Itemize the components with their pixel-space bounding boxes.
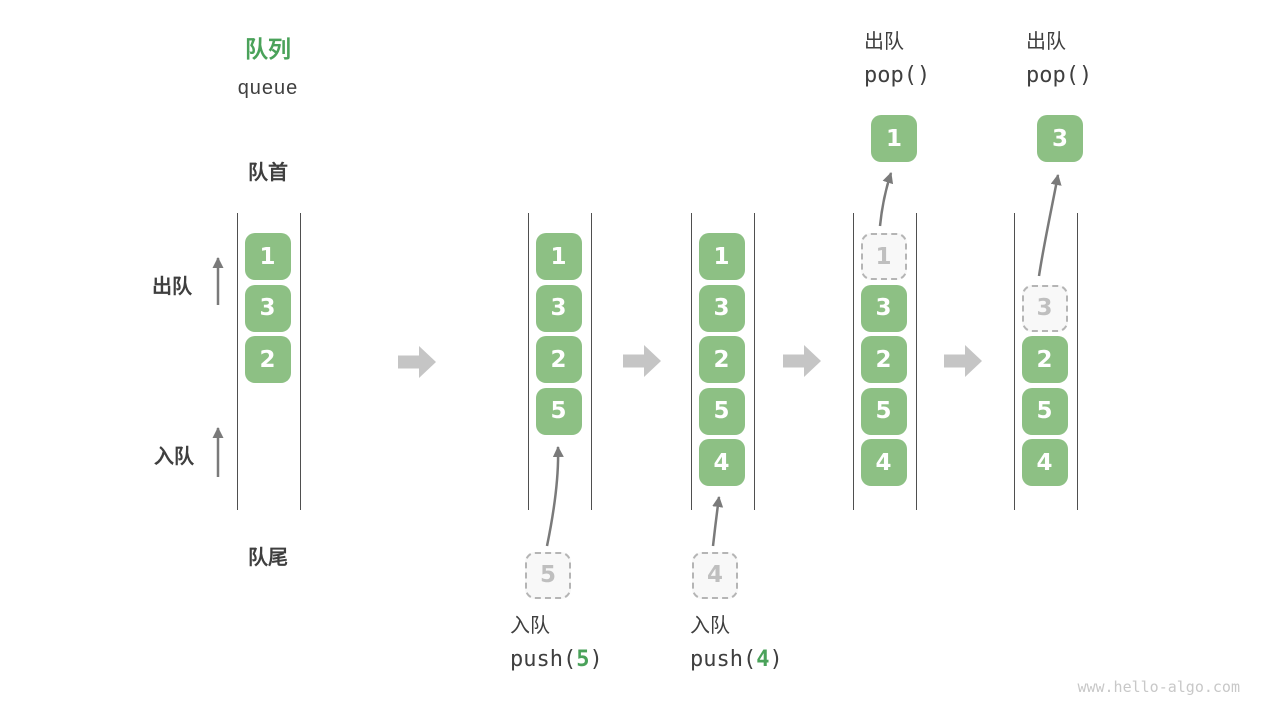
queue-item: 3 [698, 284, 745, 332]
queue-item: 3 [860, 284, 907, 332]
queue-item: 4 [698, 439, 745, 486]
pop-3-zh: 出队 [1026, 31, 1066, 53]
pop-1-zh: 出队 [864, 31, 904, 53]
queue-rear-label: 队尾 [248, 547, 288, 569]
queue-item: 5 [535, 387, 582, 435]
queue-item: 5 [698, 387, 745, 435]
queue-item: 5 [1021, 387, 1068, 435]
queue-front-label: 队首 [248, 162, 288, 184]
pop-3-code: pop() [1026, 63, 1093, 88]
step-arrow-icon [944, 345, 982, 377]
queue-item: 2 [860, 336, 907, 383]
push-5-code: push(5) [510, 647, 603, 672]
queue-item: 5 [860, 387, 907, 435]
push-4-zh: 入队 [690, 615, 730, 637]
pop-3-operation-label: 出队 pop() [1026, 32, 1092, 88]
incoming-item: 4 [692, 551, 738, 599]
push-4-code: push(4) [690, 647, 783, 672]
push-4-operation-label: 入队 push(4) [690, 616, 783, 672]
queue-item: 2 [535, 336, 582, 383]
queue-item: 2 [1021, 336, 1068, 383]
enqueue-side-label: 入队 [154, 446, 194, 468]
pop-1-code: pop() [864, 63, 931, 88]
push-5-operation-label: 入队 push(5) [510, 616, 603, 672]
push-5-zh: 入队 [510, 615, 550, 637]
queue-item: 4 [1021, 439, 1068, 486]
popped-item: 1 [871, 115, 917, 162]
queue-item-removed: 1 [860, 233, 907, 280]
queue-item: 1 [244, 233, 291, 280]
popped-item: 3 [1037, 115, 1083, 162]
step-arrow-icon [623, 345, 661, 377]
diagram-title: 队列 queue [235, 30, 301, 100]
incoming-item: 5 [525, 551, 571, 599]
queue-item: 1 [535, 233, 582, 280]
title-en: queue [237, 77, 299, 99]
dequeue-side-label: 出队 [152, 276, 192, 298]
queue-item: 1 [698, 233, 745, 280]
queue-item: 3 [535, 284, 582, 332]
title-zh: 队列 [245, 36, 291, 62]
watermark: www.hello-algo.com [1077, 678, 1240, 696]
step-arrow-icon [398, 346, 436, 378]
pop-1-operation-label: 出队 pop() [864, 32, 930, 88]
step-arrow-icon [783, 345, 821, 377]
queue-item: 4 [860, 439, 907, 486]
queue-item: 2 [698, 336, 745, 383]
queue-item-removed: 3 [1021, 284, 1068, 332]
queue-item: 2 [244, 336, 291, 383]
queue-item: 3 [244, 284, 291, 332]
